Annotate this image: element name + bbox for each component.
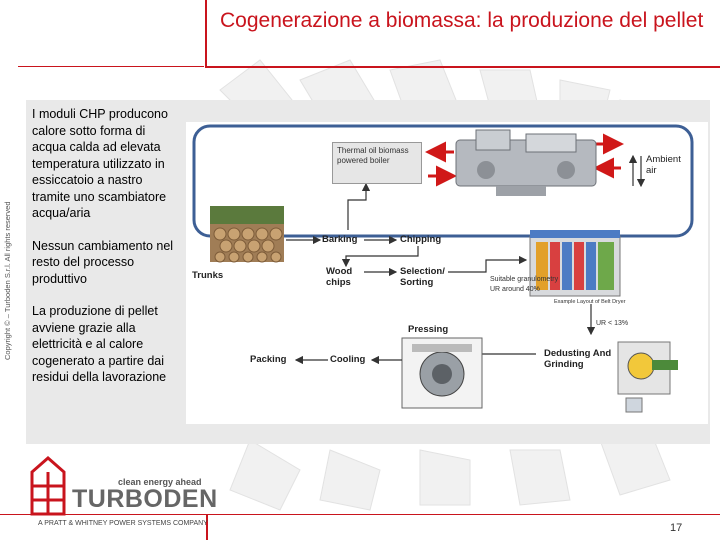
ambient-air-label: Ambient air <box>646 154 681 176</box>
packing-label: Packing <box>250 354 287 365</box>
logo-tagline: clean energy ahead <box>118 477 202 487</box>
grinder-drawing <box>617 341 678 413</box>
copyright-notice: Copyright © – Turboden S.r.l. All rights… <box>3 201 12 360</box>
process-diagram-graphics <box>192 124 694 413</box>
belt-dryer-caption: Example Layout of Belt Dryer <box>554 299 626 305</box>
footer-divider-vertical <box>206 514 208 540</box>
belt-dryer-drawing <box>529 230 621 297</box>
suitable-granulometry-label: Suitable granulometry <box>490 276 559 283</box>
wood-chips-label: Wood chips <box>326 266 353 288</box>
logo-subtitle: A PRATT & WHITNEY POWER SYSTEMS COMPANY <box>38 520 208 527</box>
logo-name: TURBODEN <box>72 485 218 513</box>
cooling-label: Cooling <box>330 354 366 365</box>
pellet-press-drawing <box>401 337 483 409</box>
footer-rule <box>0 514 720 515</box>
title-rule-left <box>18 66 204 67</box>
paragraph-chp-heat: I moduli CHP producono calore sotto form… <box>32 107 168 220</box>
turboden-logo-mark <box>30 456 66 516</box>
slide-title: Cogenerazione a biomassa: la produzione … <box>220 9 704 32</box>
title-rule-right <box>206 66 720 68</box>
page-number: 17 <box>670 522 683 534</box>
ur-around-label: UR around 40% <box>490 286 540 293</box>
boiler-box: Thermal oil biomass powered boiler <box>332 142 422 184</box>
selection-sorting-label: Selection/ Sorting <box>400 266 445 288</box>
ur-less-label: UR < 13% <box>596 320 629 327</box>
paragraph-pellet-production: La produzione di pellet avviene grazie a… <box>32 304 167 384</box>
title-divider-vertical <box>205 0 207 68</box>
trunks-photo <box>210 206 284 263</box>
body-text: I moduli CHP producono calore sotto form… <box>32 106 182 402</box>
heat-loop-outline <box>192 124 694 238</box>
barking-label: Barking <box>322 234 358 245</box>
pellet-process-diagram: Thermal oil biomass powered boiler Ambie… <box>186 122 708 424</box>
paragraph-no-change: Nessun cambiamento nel resto del process… <box>32 238 174 286</box>
pressing-label: Pressing <box>408 324 449 335</box>
trunks-label: Trunks <box>192 270 224 281</box>
cogeneration-unit-drawing <box>455 129 597 196</box>
chipping-label: Chipping <box>400 234 442 245</box>
dedusting-grinding-label: Dedusting And Grinding <box>544 348 612 370</box>
